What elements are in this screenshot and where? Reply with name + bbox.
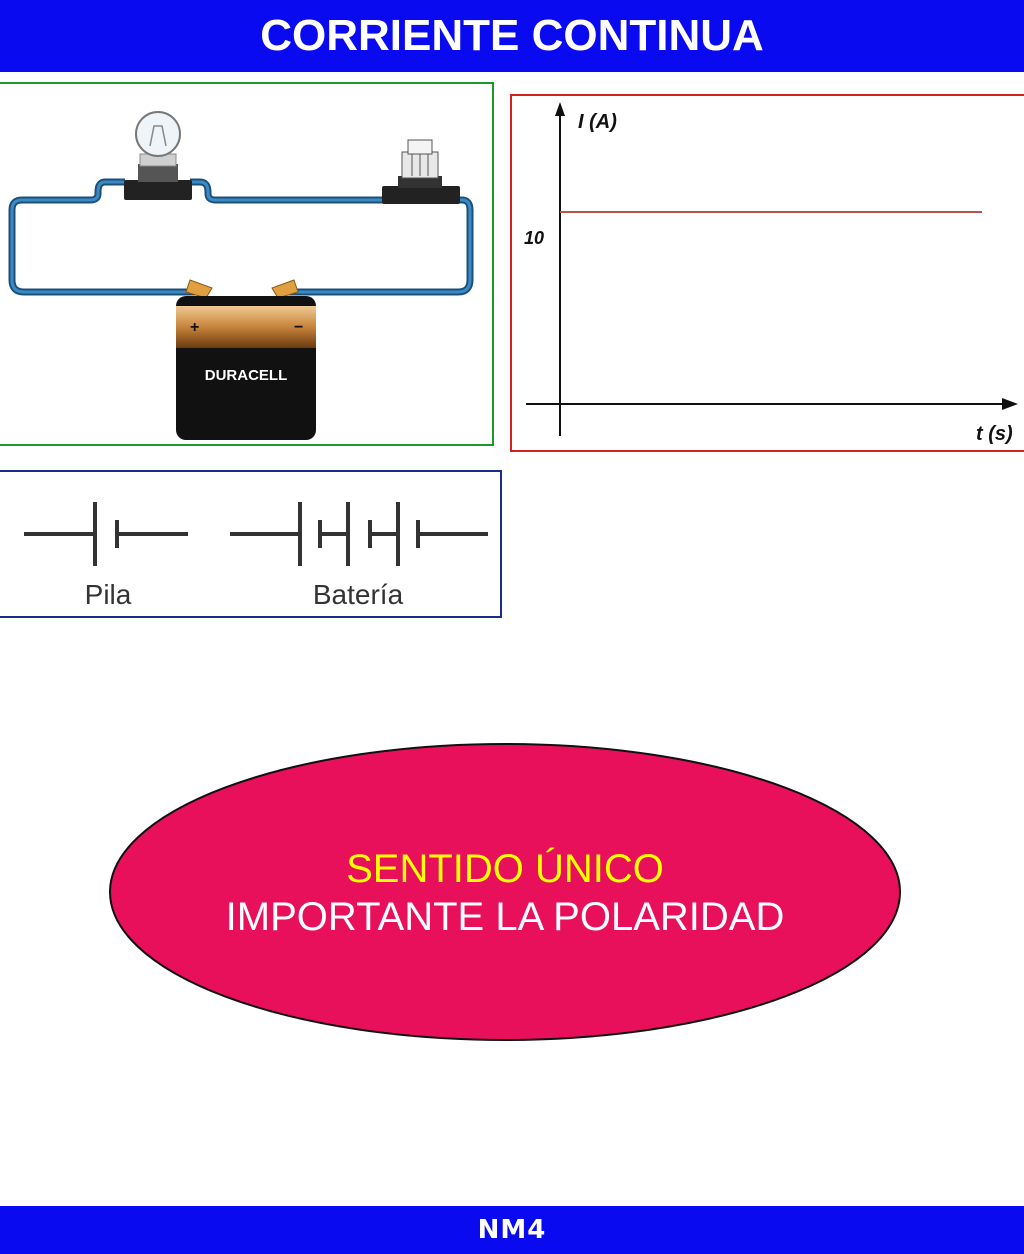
minus-sign: − xyxy=(294,319,303,336)
y-axis-arrow-icon xyxy=(555,102,565,116)
current-graph: I (A) t (s) 10 xyxy=(510,94,1024,452)
callout-text: SENTIDO ÚNICO IMPORTANTE LA POLARIDAD xyxy=(108,845,902,941)
y-axis-label: I (A) xyxy=(578,111,617,133)
cell-symbol-icon xyxy=(24,502,188,566)
x-axis-label: t (s) xyxy=(976,423,1013,445)
current-time-chart: I (A) t (s) 10 xyxy=(524,102,1018,445)
circuit-symbols: Pila Batería xyxy=(0,470,502,618)
plus-sign: + xyxy=(190,319,199,336)
symbols-diagram: Pila Batería xyxy=(24,502,488,610)
page-title: CORRIENTE CONTINUA xyxy=(0,0,1024,72)
footer-label: NM4 xyxy=(0,1206,1024,1254)
circuit-diagram: + − DURACELL xyxy=(8,111,474,440)
wire-right xyxy=(288,196,474,296)
callout-line-2: IMPORTANTE LA POLARIDAD xyxy=(225,895,785,939)
switch-icon xyxy=(382,139,460,204)
battery-icon: + − DURACELL xyxy=(176,279,316,440)
wire-top xyxy=(190,178,384,204)
callout-ellipse xyxy=(109,743,901,1041)
cell-label: Pila xyxy=(85,579,132,610)
polarity-callout xyxy=(108,742,902,1042)
y-tick-label: 10 xyxy=(524,228,544,248)
battery-label: Batería xyxy=(313,579,404,610)
battery-brand: DURACELL xyxy=(205,367,288,384)
callout-line-1: SENTIDO ÚNICO xyxy=(346,847,664,891)
battery-symbol-icon xyxy=(230,502,488,566)
light-bulb-icon xyxy=(124,111,192,200)
circuit-illustration: + − DURACELL xyxy=(0,82,494,446)
x-axis-arrow-icon xyxy=(1002,398,1018,410)
